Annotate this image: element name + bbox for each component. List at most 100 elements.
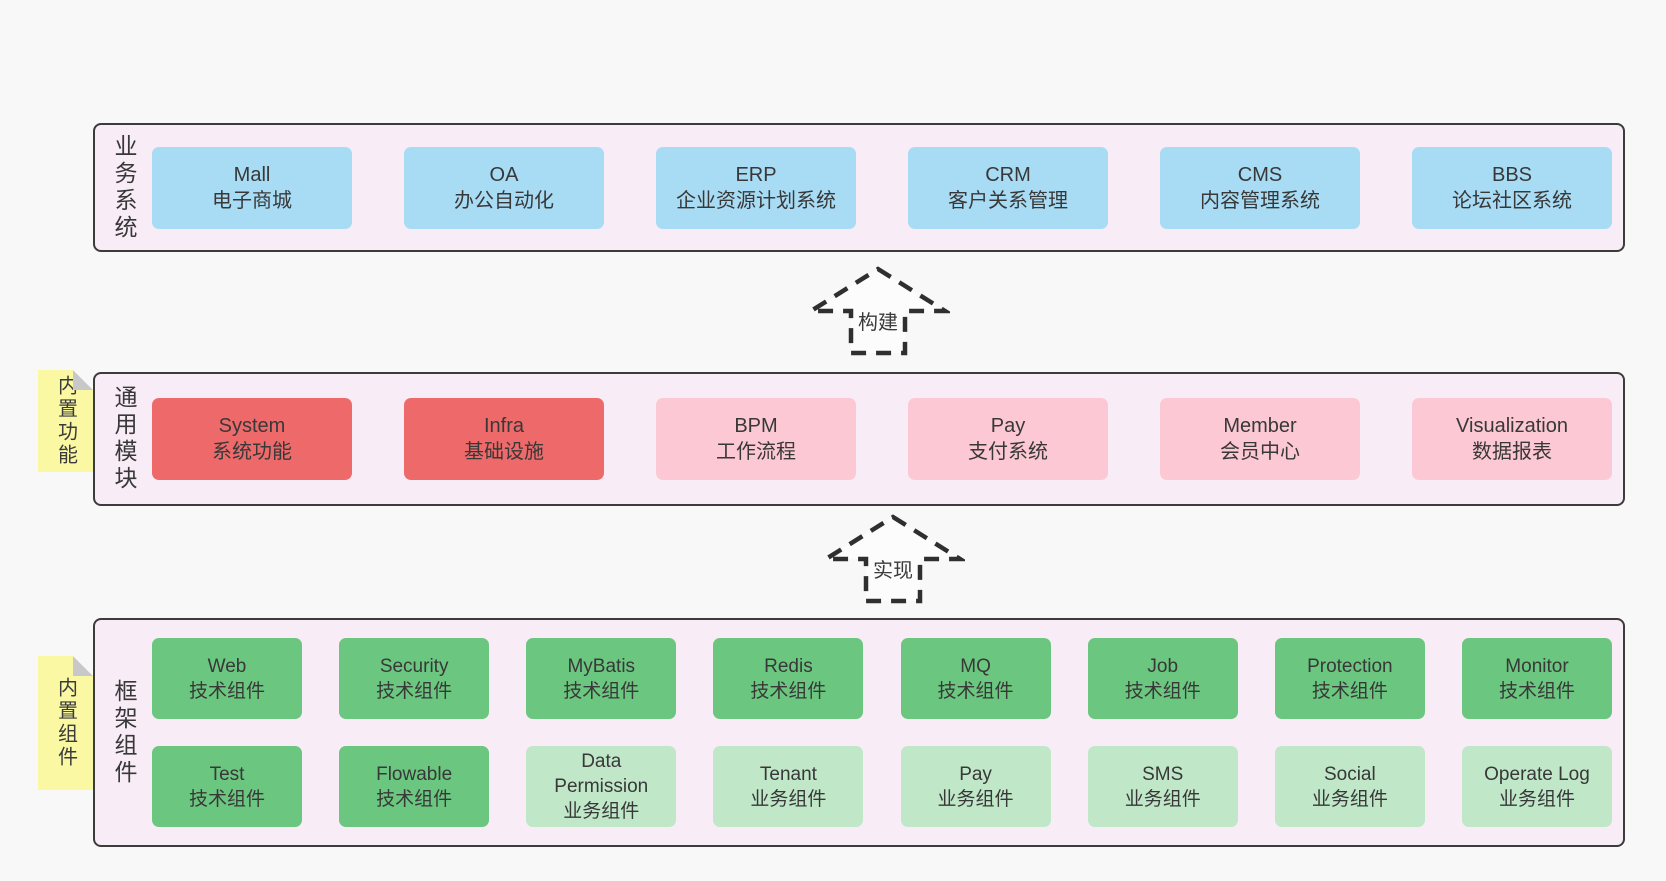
box-subtitle: 技术组件 — [1311, 680, 1388, 702]
sticky-note-builtin-features: 内置功能 — [38, 370, 93, 472]
implement-arrow-label: 实现 — [870, 554, 916, 583]
box-subtitle: 技术组件 — [750, 680, 827, 702]
framework-component-box: SMS 业务组件 — [1087, 746, 1238, 827]
box-subtitle: 内容管理系统 — [1200, 189, 1320, 212]
band-label-column: 框架组件 — [95, 620, 152, 845]
box-subtitle: 技术组件 — [376, 680, 453, 702]
band-modules-label: 通用模块 — [111, 385, 137, 493]
box-subtitle: 企业资源计划系统 — [676, 189, 836, 212]
modules-boxes-row: System 系统功能 Infra 基础设施 BPM 工作流程 Pay — [152, 398, 1612, 480]
box-subtitle: 技术组件 — [937, 680, 1014, 702]
band-framework-components: 框架组件 Web 技术组件 Security 技术组件 MyBati — [93, 618, 1625, 847]
module-box: Visualization 数据报表 — [1412, 398, 1612, 480]
sticky-text: 内置组件 — [54, 677, 77, 769]
box-title: Visualization — [1456, 415, 1568, 437]
box-title: MQ — [960, 655, 991, 677]
module-box: Infra 基础设施 — [404, 398, 604, 480]
framework-component-box: Security 技术组件 — [339, 638, 490, 719]
box-title: Mall — [233, 163, 271, 186]
framework-component-box: MyBatis 技术组件 — [526, 638, 677, 719]
box-title: ERP — [735, 163, 777, 186]
box-subtitle: 技术组件 — [1124, 680, 1201, 702]
sticky-note-builtin-components: 内置组件 — [38, 656, 93, 790]
business-system-box: CMS 内容管理系统 — [1160, 146, 1360, 229]
box-subtitle: 办公自动化 — [454, 189, 554, 212]
framework-row-1: Web 技术组件 Security 技术组件 MyBatis 技术组件 — [152, 638, 1612, 719]
box-subtitle: 技术组件 — [1498, 680, 1575, 702]
box-subtitle: 电子商城 — [212, 189, 292, 212]
framework-component-box: Operate Log 业务组件 — [1461, 746, 1612, 827]
box-subtitle: 支付系统 — [968, 441, 1048, 463]
box-title: Job — [1147, 655, 1179, 677]
box-subtitle: 业务组件 — [750, 788, 827, 810]
box-title: Operate Log — [1484, 763, 1590, 785]
box-subtitle: 业务组件 — [1498, 788, 1575, 810]
framework-component-box: Protection 技术组件 — [1274, 638, 1425, 719]
box-subtitle: 基础设施 — [464, 441, 544, 463]
framework-component-box: Tenant 业务组件 — [713, 746, 864, 827]
box-title: Security — [379, 655, 449, 677]
module-box: System 系统功能 — [152, 398, 352, 480]
box-title: Member — [1223, 415, 1297, 437]
box-subtitle: 业务组件 — [1311, 788, 1388, 810]
box-title: Data Permission — [554, 751, 649, 797]
box-title: Flowable — [376, 763, 453, 785]
business-system-box: ERP 企业资源计划系统 — [656, 146, 856, 229]
band-business-systems: 业务系统 Mall 电子商城 OA 办公自动化 ERP — [93, 123, 1625, 252]
box-title: BPM — [734, 415, 778, 437]
box-title: Tenant — [759, 763, 817, 785]
box-subtitle: 技术组件 — [563, 680, 640, 702]
band-label-column: 通用模块 — [95, 374, 152, 504]
box-subtitle: 客户关系管理 — [948, 189, 1068, 212]
framework-component-box: Test 技术组件 — [152, 746, 302, 827]
band-business-label: 业务系统 — [111, 133, 137, 242]
box-title: Redis — [764, 655, 813, 677]
build-arrow-label: 构建 — [855, 306, 901, 335]
framework-component-box: Social 业务组件 — [1274, 746, 1425, 827]
box-title: MyBatis — [567, 655, 636, 677]
box-title: Infra — [483, 415, 525, 437]
box-subtitle: 会员中心 — [1220, 441, 1300, 463]
box-subtitle: 数据报表 — [1472, 441, 1552, 463]
business-boxes-row: Mall 电子商城 OA 办公自动化 ERP 企业资源计划系统 CRM — [152, 146, 1612, 229]
framework-component-box: Data Permission 业务组件 — [526, 746, 677, 827]
framework-component-box: Redis 技术组件 — [713, 638, 864, 719]
folded-corner-icon — [73, 370, 93, 390]
module-box: BPM 工作流程 — [656, 398, 856, 480]
framework-boxes-area: Web 技术组件 Security 技术组件 MyBatis 技术组件 — [152, 620, 1623, 845]
box-title: Protection — [1307, 655, 1393, 677]
band-framework-label: 框架组件 — [111, 678, 137, 787]
module-box: Member 会员中心 — [1160, 398, 1360, 480]
box-subtitle: 工作流程 — [716, 441, 796, 463]
box-title: Social — [1323, 763, 1376, 785]
framework-component-box: Job 技术组件 — [1087, 638, 1238, 719]
modules-boxes-area: System 系统功能 Infra 基础设施 BPM 工作流程 Pay — [152, 374, 1623, 504]
framework-component-box: Flowable 技术组件 — [339, 746, 490, 827]
framework-component-box: MQ 技术组件 — [900, 638, 1051, 719]
box-title: Web — [207, 655, 247, 677]
box-title: BBS — [1491, 163, 1533, 186]
box-title: CRM — [985, 163, 1031, 186]
box-subtitle: 业务组件 — [937, 788, 1014, 810]
box-subtitle: 系统功能 — [212, 441, 292, 463]
band-label-column: 业务系统 — [95, 125, 152, 250]
box-title: CMS — [1237, 163, 1283, 186]
sticky-text: 内置功能 — [54, 375, 77, 467]
business-system-box: Mall 电子商城 — [152, 146, 352, 229]
box-title: Monitor — [1505, 655, 1569, 677]
box-title: Pay — [959, 763, 992, 785]
box-subtitle: 技术组件 — [376, 788, 453, 810]
box-subtitle: 技术组件 — [188, 680, 265, 702]
business-system-box: BBS 论坛社区系统 — [1412, 146, 1612, 229]
framework-component-box: Monitor 技术组件 — [1461, 638, 1612, 719]
box-title: OA — [489, 163, 519, 186]
box-subtitle: 业务组件 — [1124, 788, 1201, 810]
box-subtitle: 业务组件 — [563, 801, 640, 822]
box-subtitle: 技术组件 — [188, 788, 265, 810]
framework-row-2: Test 技术组件 Flowable 技术组件 Data Permission … — [152, 746, 1612, 827]
folded-corner-icon — [73, 656, 93, 676]
business-system-box: CRM 客户关系管理 — [908, 146, 1108, 229]
build-arrow: 构建 — [806, 266, 950, 358]
implement-arrow: 实现 — [821, 514, 965, 606]
